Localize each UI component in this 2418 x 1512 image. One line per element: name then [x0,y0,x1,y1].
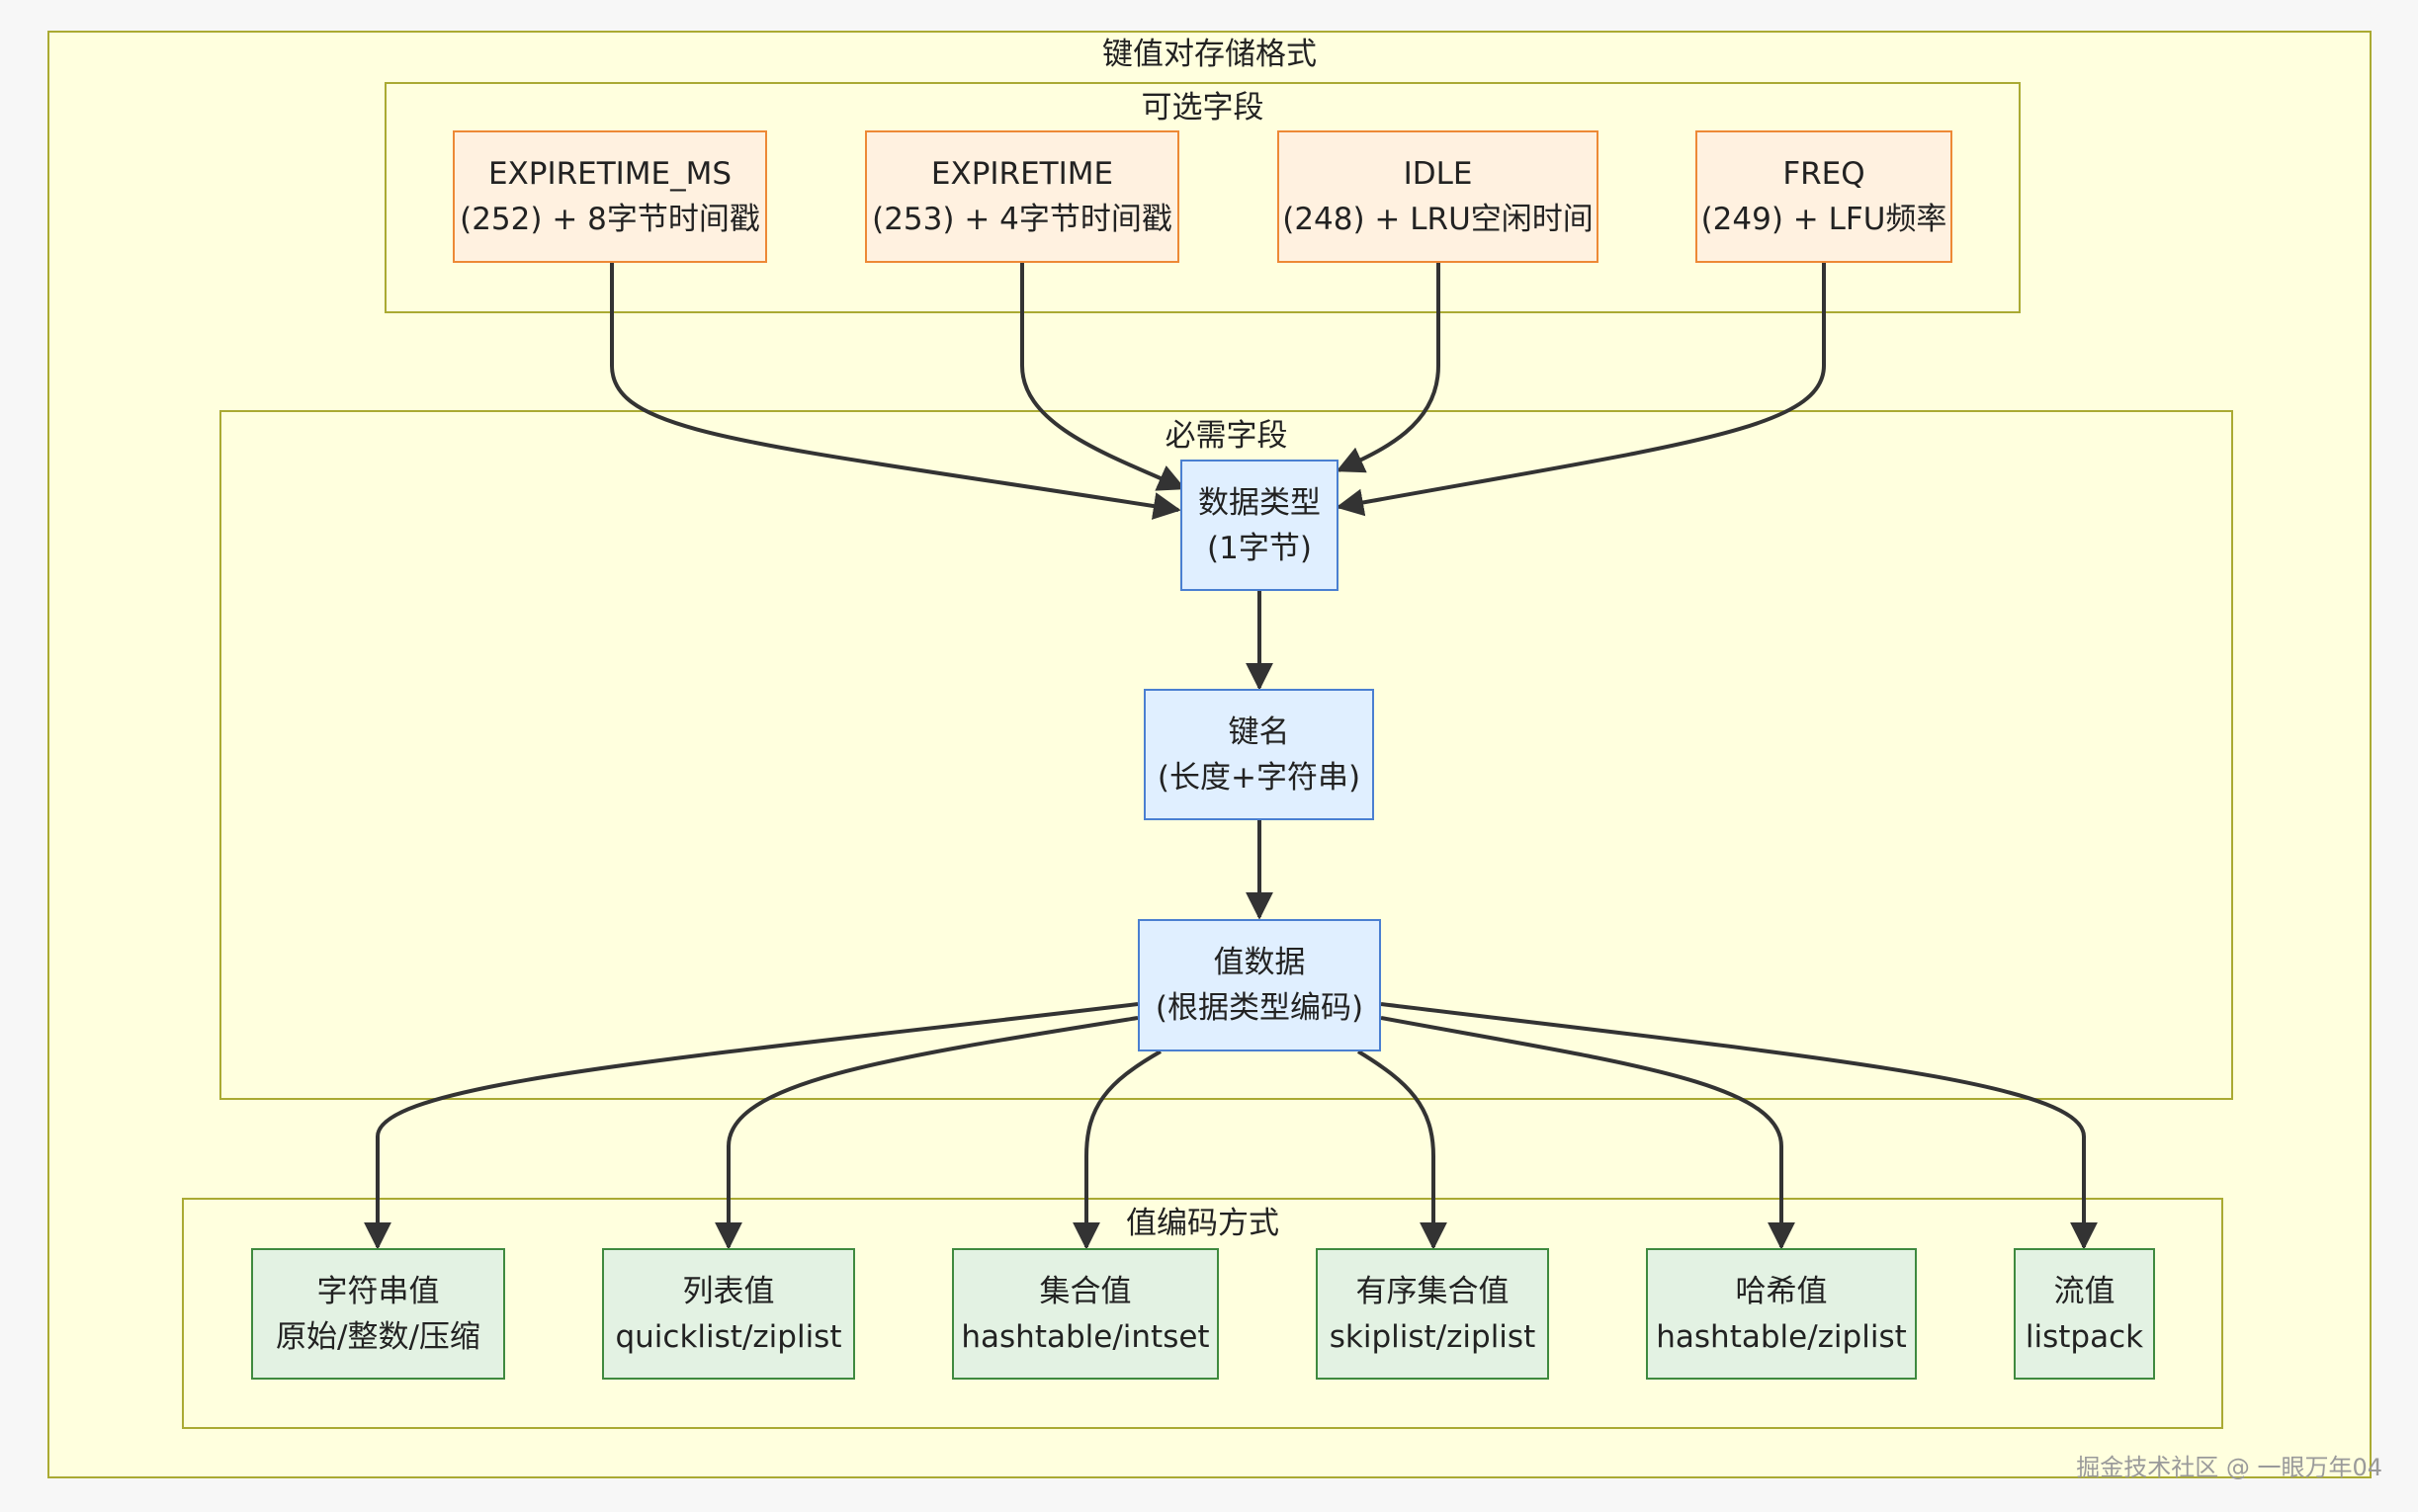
optional-fields-title: 可选字段 [1141,90,1264,126]
node-key-name: 键名 (长度+字符串) [1144,689,1374,820]
node-zset-value: 有序集合值 skiplist/ziplist [1316,1248,1549,1380]
node-value-data-line1: 值数据 [1213,945,1306,980]
node-expiretime-ms: EXPIRETIME_MS (252) + 8字节时间戳 [453,130,767,263]
node-expiretime-ms-line1: EXPIRETIME_MS [487,156,733,192]
node-zset-value-line1: 有序集合值 [1355,1273,1510,1309]
node-string-value: 字符串值 原始/整数/压缩 [251,1248,505,1380]
node-expiretime: EXPIRETIME (253) + 4字节时间戳 [865,130,1179,263]
required-fields-title: 必需字段 [1165,418,1288,454]
node-freq-line2: (249) + LFU频率 [1700,202,1947,237]
node-stream-value-line2: listpack [2025,1318,2144,1355]
node-string-value-line1: 字符串值 [316,1273,440,1309]
watermark: 掘金技术社区 @ 一眼万年04 [2076,1454,2382,1481]
node-set-value: 集合值 hashtable/intset [952,1248,1219,1380]
node-expiretime-line1: EXPIRETIME [930,156,1114,192]
node-stream-value: 流值 listpack [2014,1248,2155,1380]
node-value-data-line2: (根据类型编码) [1155,990,1364,1026]
node-idle-line1: IDLE [1403,156,1473,192]
node-hash-value-line1: 哈希值 [1735,1273,1828,1309]
node-data-type: 数据类型 (1字节) [1180,460,1339,591]
node-expiretime-line2: (253) + 4字节时间戳 [872,202,1172,237]
node-hash-value: 哈希值 hashtable/ziplist [1646,1248,1917,1380]
node-data-type-line2: (1字节) [1207,530,1312,566]
node-value-data: 值数据 (根据类型编码) [1138,919,1381,1051]
node-idle: IDLE (248) + LRU空闲时间 [1277,130,1598,263]
node-stream-value-line1: 流值 [2053,1273,2116,1309]
node-list-value-line2: quicklist/ziplist [615,1318,842,1355]
value-encoding-title: 值编码方式 [1126,1206,1279,1241]
node-set-value-line2: hashtable/intset [961,1318,1210,1355]
node-list-value: 列表值 quicklist/ziplist [602,1248,855,1380]
node-zset-value-line2: skiplist/ziplist [1329,1318,1536,1355]
diagram-title: 键值对存储格式 [1102,37,1317,72]
node-key-name-line2: (长度+字符串) [1157,759,1361,796]
node-set-value-line1: 集合值 [1039,1273,1132,1309]
node-key-name-line1: 键名 [1228,714,1290,750]
node-string-value-line2: 原始/整数/压缩 [276,1318,480,1355]
node-freq-line1: FREQ [1782,156,1865,192]
node-idle-line2: (248) + LRU空闲时间 [1282,202,1594,237]
node-freq: FREQ (249) + LFU频率 [1695,130,1952,263]
node-hash-value-line2: hashtable/ziplist [1656,1318,1907,1355]
node-expiretime-ms-line2: (252) + 8字节时间戳 [460,202,760,237]
node-data-type-line1: 数据类型 [1198,484,1321,521]
node-list-value-line1: 列表值 [682,1273,775,1309]
